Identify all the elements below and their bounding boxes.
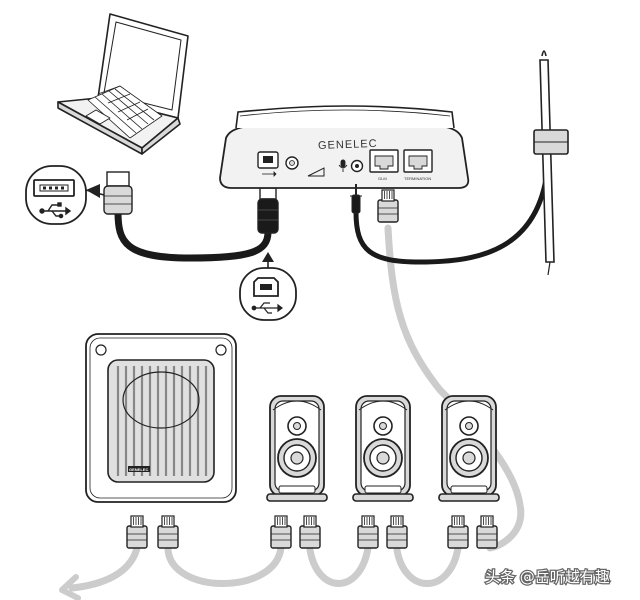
rj45-plug-icon — [299, 515, 321, 549]
network-cable-speaker2-to-speaker1 — [306, 544, 372, 587]
interface-mic-input — [338, 159, 364, 173]
laptop-icon — [57, 13, 189, 155]
glm-port-label: GLM — [378, 176, 387, 181]
usb-symbol-icon — [251, 302, 283, 314]
interface-termination-port: TERMINATION — [403, 149, 433, 181]
usb-b-port-icon — [253, 277, 279, 297]
network-cable-speaker1-to-subwoofer — [164, 544, 285, 587]
volume-ramp-icon — [307, 167, 325, 177]
subwoofer-badge-label: GENELEC — [129, 467, 148, 472]
interface-glm-port: GLM — [369, 149, 399, 181]
microphone-cable — [353, 162, 551, 265]
rj45-plug-icon — [476, 515, 498, 549]
interface-usb-port — [257, 151, 279, 177]
interface-brand-label: GENELEC — [318, 138, 378, 152]
usb-a-plug — [103, 171, 133, 215]
usb-a-port-callout — [25, 165, 105, 225]
rj45-plug-icon — [157, 515, 179, 549]
measurement-microphone — [533, 50, 569, 276]
subwoofer: GENELEC — [85, 333, 237, 503]
interface-level-knob — [285, 156, 299, 170]
genelec-interface: GENELEC — [219, 105, 470, 189]
microphone-icon — [338, 159, 348, 172]
subwoofer-driver-outline — [122, 371, 200, 429]
termination-port-label: TERMINATION — [404, 176, 431, 181]
usb-b-port-callout — [239, 252, 297, 321]
usb-cable — [114, 208, 272, 262]
network-cable-speaker3-to-speaker2 — [393, 544, 462, 587]
usb-symbol-icon — [262, 171, 277, 177]
usb-b-plug — [257, 187, 279, 234]
speaker-3 — [438, 395, 500, 502]
watermark: 头条 @岳听越有趣 — [485, 568, 610, 586]
rj45-plug-icon — [447, 515, 469, 549]
rj45-plug-icon — [126, 515, 148, 549]
subwoofer-grille-ridges — [116, 366, 208, 476]
rj45-plug-icon — [270, 515, 292, 549]
network-cable-subwoofer-out — [68, 544, 141, 592]
laptop-keyboard — [87, 85, 163, 139]
mini-jack-plug — [350, 184, 362, 214]
speaker-1 — [266, 395, 328, 502]
subwoofer-badge — [128, 466, 150, 472]
outgoing-arrow-icon — [59, 574, 81, 600]
rj45-plug-icon — [377, 189, 399, 223]
rj45-plug-icon — [357, 515, 379, 549]
speaker-2 — [352, 395, 414, 502]
usb-symbol-icon — [39, 202, 72, 219]
rj45-plug-icon — [386, 515, 408, 549]
usb-a-port-icon — [33, 179, 75, 197]
